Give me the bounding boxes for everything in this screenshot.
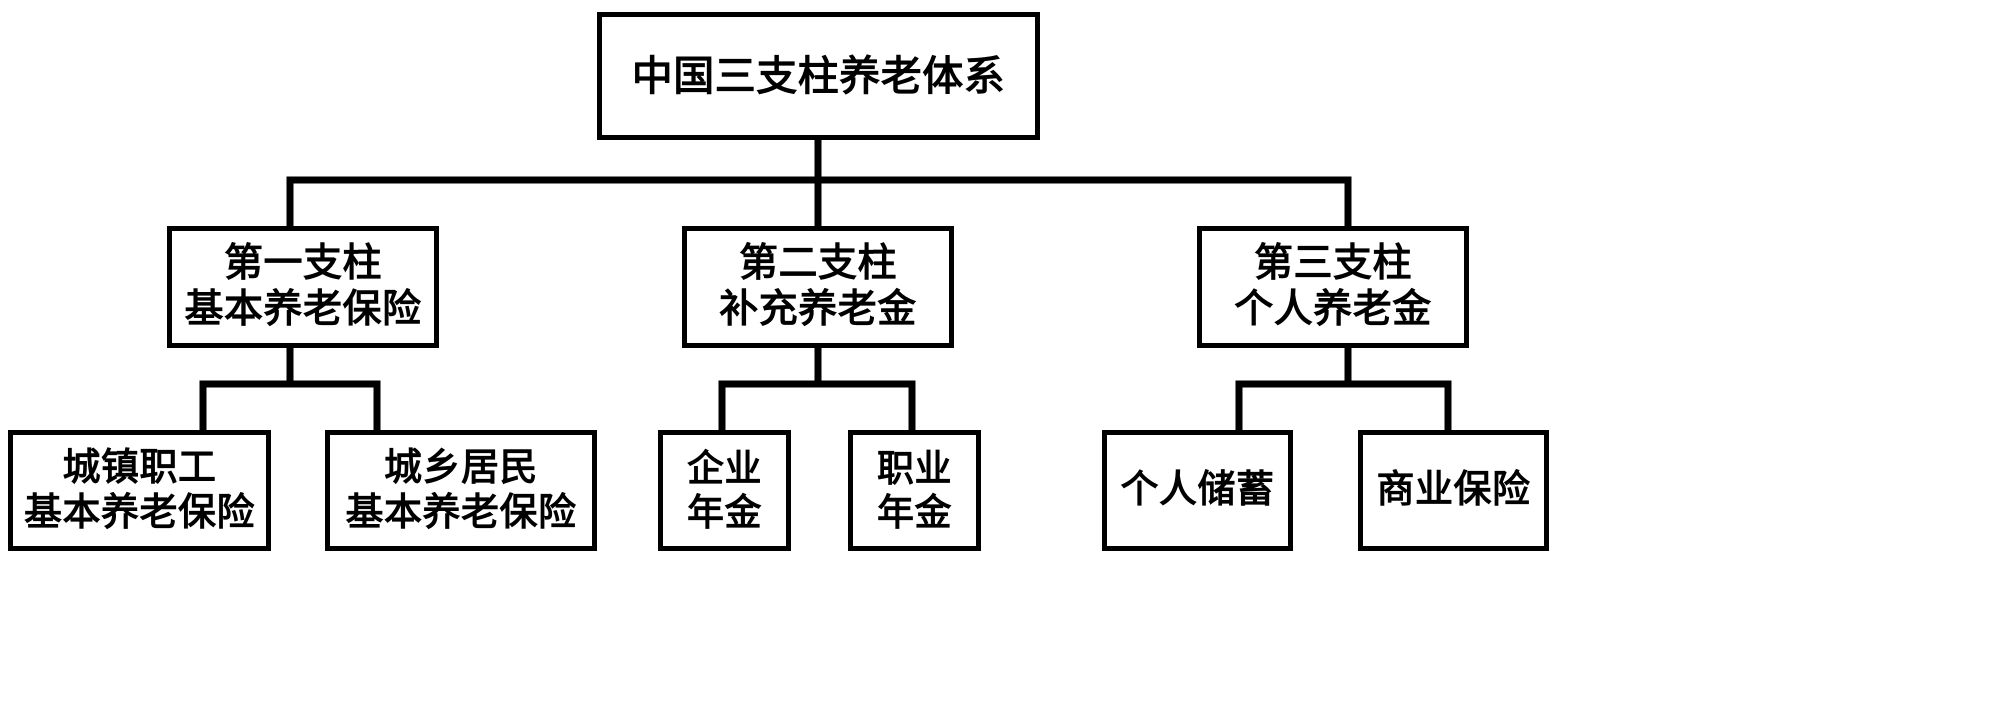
node-leaf-enterprise-annuity-line1: 企业 (687, 447, 762, 489)
node-leaf-urban-rural-resident[interactable]: 城乡居民 基本养老保险 (325, 430, 597, 551)
node-leaf-enterprise-annuity-line2: 年金 (687, 491, 762, 533)
node-leaf-enterprise-annuity[interactable]: 企业 年金 (658, 430, 791, 551)
node-leaf-urban-rural-resident-line1: 城乡居民 (383, 446, 538, 489)
node-leaf-commercial-insurance-line1: 商业保险 (1376, 469, 1531, 512)
node-leaf-urban-employee[interactable]: 城镇职工 基本养老保险 (8, 430, 271, 551)
node-leaf-urban-rural-resident-line2: 基本养老保险 (345, 491, 577, 534)
node-root-label: 中国三支柱养老体系 (631, 52, 1006, 99)
node-pillar-1-line1: 第一支柱 (223, 241, 382, 285)
node-pillar-1-line2: 基本养老保险 (184, 288, 422, 331)
node-leaf-personal-savings[interactable]: 个人储蓄 (1102, 430, 1293, 551)
node-leaf-urban-employee-line1: 城镇职工 (62, 446, 217, 489)
node-pillar-3-line2: 个人养老金 (1234, 288, 1432, 331)
node-root[interactable]: 中国三支柱养老体系 (597, 12, 1040, 140)
node-leaf-occupational-annuity-line2: 年金 (877, 491, 952, 533)
node-leaf-occupational-annuity-line1: 职业 (877, 447, 952, 489)
node-leaf-urban-employee-line2: 基本养老保险 (23, 491, 255, 534)
node-leaf-personal-savings-line1: 个人储蓄 (1120, 469, 1275, 512)
node-pillar-1[interactable]: 第一支柱 基本养老保险 (167, 226, 439, 348)
node-leaf-commercial-insurance[interactable]: 商业保险 (1358, 430, 1549, 551)
node-pillar-2-line2: 补充养老金 (719, 288, 917, 331)
node-leaf-occupational-annuity[interactable]: 职业 年金 (848, 430, 981, 551)
node-pillar-2[interactable]: 第二支柱 补充养老金 (682, 226, 954, 348)
node-pillar-2-line1: 第二支柱 (738, 241, 897, 285)
node-pillar-3-line1: 第三支柱 (1253, 241, 1412, 285)
node-pillar-3[interactable]: 第三支柱 个人养老金 (1197, 226, 1469, 348)
